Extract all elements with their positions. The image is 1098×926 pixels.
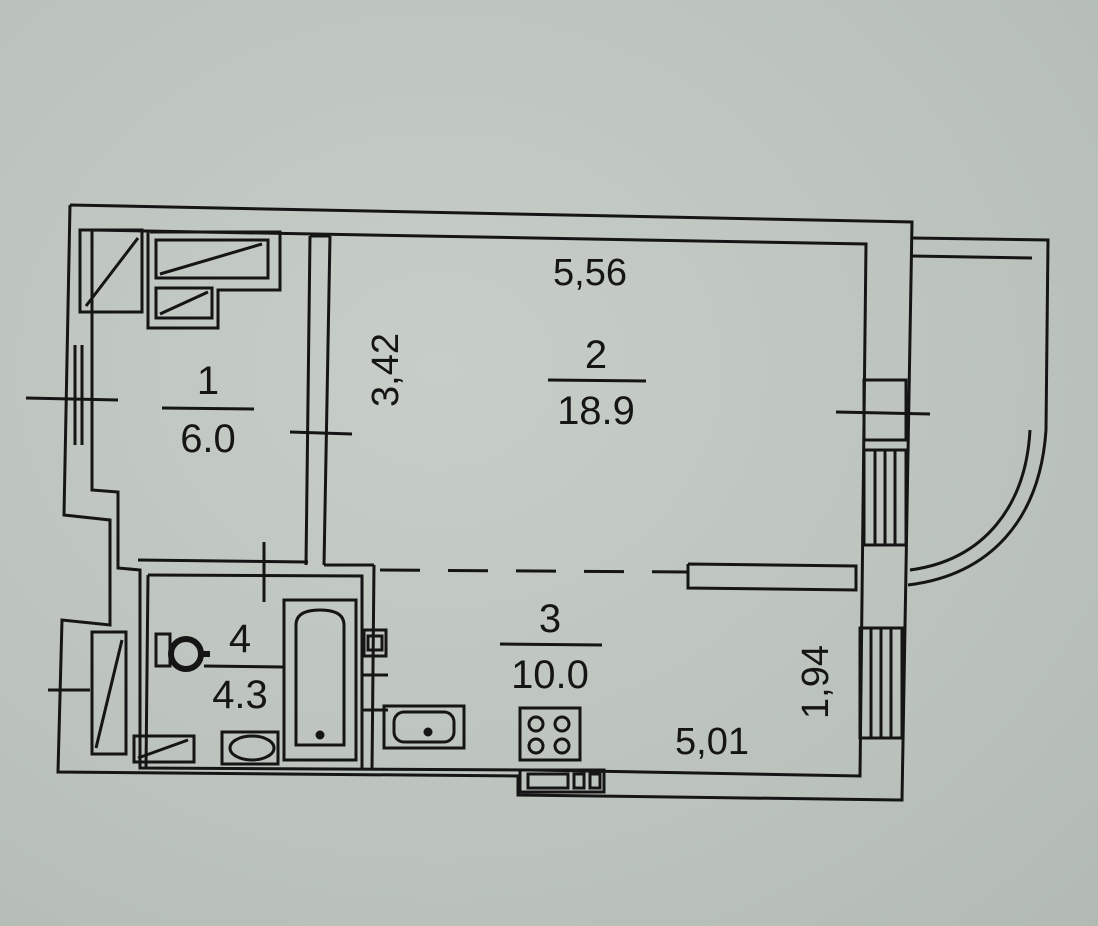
outer-wall: [56, 203, 914, 802]
toilet: [154, 632, 210, 672]
wardrobe-left: [78, 228, 144, 314]
ventilation-grille: [518, 768, 606, 794]
room-1-fraction-line: [161, 406, 255, 411]
bathtub: [282, 598, 358, 762]
room-4-fraction-line: [203, 664, 285, 669]
balcony: [907, 236, 1050, 587]
stove: [518, 706, 582, 762]
wardrobe-top: [146, 230, 282, 330]
room-2-width-dimension: 5,56: [553, 252, 627, 294]
balcony-door: [835, 378, 931, 442]
room-2-number: 2: [585, 333, 607, 377]
room-4-number: 4: [229, 617, 251, 661]
room-3-number: 3: [539, 597, 561, 641]
kitchen-sink: [382, 704, 466, 750]
pipe-shaft: [362, 628, 388, 712]
room-3-area: 10.0: [511, 653, 589, 697]
room-2-area: 18.9: [557, 389, 635, 433]
interior-walls: [137, 234, 858, 771]
room-3-depth-dimension: 1,94: [795, 645, 837, 719]
room-3-fraction-line: [499, 642, 603, 647]
room-1-area: 6.0: [180, 417, 236, 461]
bathroom-sink: [220, 730, 280, 766]
room-4-area: 4.3: [212, 673, 268, 717]
window-lower: [858, 626, 904, 740]
room-1-number: 1: [197, 359, 219, 403]
window-upper: [862, 448, 908, 547]
bathroom-shelf: [132, 734, 196, 764]
zone-divider: [379, 568, 689, 574]
room-2-depth-dimension: 3,42: [365, 333, 407, 407]
entrance-wardrobe: [90, 630, 128, 756]
door-marks: [25, 345, 353, 692]
room-3-width-dimension: 5,01: [675, 721, 749, 763]
room-2-fraction-line: [547, 378, 647, 383]
